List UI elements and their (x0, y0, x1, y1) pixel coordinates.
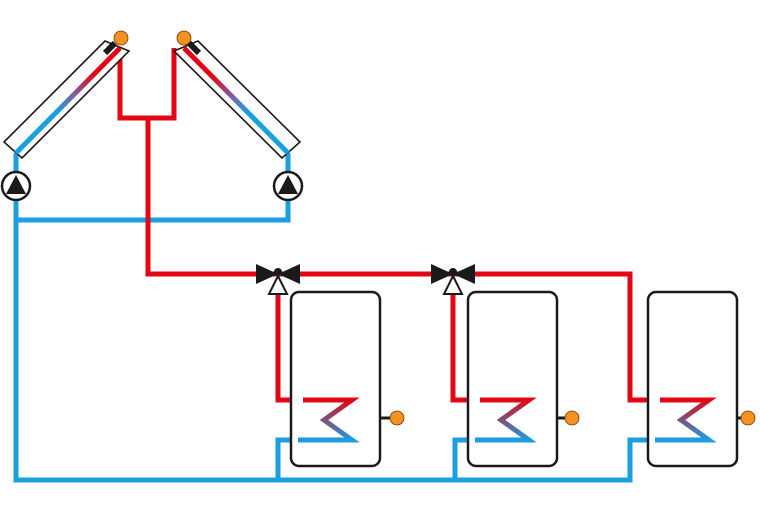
valve-1-bottom-port (267, 273, 289, 295)
three-way-valve-icon (256, 264, 278, 284)
left-collector (2, 30, 131, 160)
hot-flow-piping (117, 48, 660, 403)
left-collector-absorber-pipe (14, 46, 122, 155)
cold-return-main-pipe (13, 198, 655, 483)
hot-collector-header-pipe (117, 48, 177, 121)
temperature-sensor-icon (389, 410, 405, 426)
hot-flow-main-pipe (145, 118, 660, 403)
heat-exchanger-coil (475, 397, 537, 443)
valve-2-bottom-port (442, 273, 464, 295)
right-collector-sensor-mount (186, 40, 202, 56)
pump-direction-arrow (6, 175, 26, 194)
right-collector (172, 30, 302, 160)
valve-2-actuator (449, 268, 457, 276)
three-way-valve-icon (431, 264, 453, 284)
left-pump (0, 170, 32, 202)
storage-tank-3 (646, 290, 756, 468)
right-collector-absorber-pipe (182, 46, 290, 155)
heat-exchanger-coil (655, 397, 717, 443)
valve-2-right-port (453, 264, 475, 284)
right-pump (272, 170, 304, 202)
left-collector-sensor-mount (102, 40, 118, 56)
valve-1-actuator (274, 268, 282, 276)
storage-tank-2 (466, 290, 580, 468)
storage-tank-1 (289, 290, 405, 468)
cold-collector-header-pipe (16, 198, 291, 223)
valve-2 (431, 264, 475, 295)
temperature-sensor-icon (564, 410, 580, 426)
heat-exchanger-coil (298, 397, 360, 443)
storage-tank-1-body (289, 290, 382, 468)
temperature-sensor-icon (113, 30, 129, 46)
storage-tank-2-body (466, 290, 559, 468)
temperature-sensor-icon (176, 30, 192, 46)
cold-return-piping (13, 153, 655, 483)
valve-1-right-port (278, 264, 300, 284)
temperature-sensor-icon (740, 410, 756, 426)
valve-1 (256, 264, 300, 295)
storage-tank-3-body (646, 290, 739, 468)
pump-direction-arrow (278, 175, 298, 194)
